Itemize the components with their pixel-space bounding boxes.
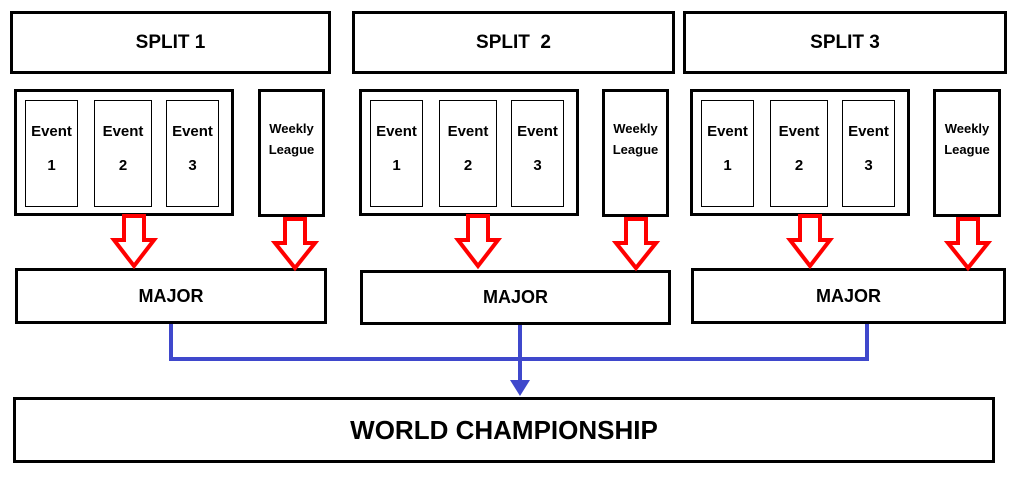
- arrow-split2-weekly-to-major: [611, 217, 661, 272]
- split-2-events-group: Event 1 Event 2 Event 3: [359, 89, 579, 216]
- major-label: MAJOR: [138, 285, 204, 306]
- league-label: League: [944, 142, 990, 157]
- major-label: MAJOR: [482, 287, 548, 307]
- event-label: Event: [31, 123, 72, 140]
- weekly-label: Weekly: [613, 121, 658, 136]
- split-1-event-3: Event 3: [166, 100, 219, 207]
- event-label: Event: [376, 123, 417, 140]
- arrow-split3-events-to-major: [785, 214, 835, 270]
- blue-connector: [169, 324, 869, 384]
- split-3-event-1: Event 1: [701, 100, 754, 207]
- split-3-header: SPLIT 3: [683, 11, 1007, 74]
- event-number: 1: [392, 157, 401, 174]
- world-championship-box: WORLD CHAMPIONSHIP: [13, 397, 995, 463]
- event-label: Event: [102, 123, 144, 140]
- event-number: 2: [463, 157, 473, 174]
- arrow-split1-weekly-to-major: [270, 217, 320, 272]
- event-label: Event: [778, 123, 820, 140]
- event-number: 2: [118, 157, 128, 174]
- split-1-weekly-league: Weekly League: [258, 89, 325, 217]
- red-down-arrows: [109, 214, 993, 272]
- split-2-weekly-league: Weekly League: [602, 89, 669, 217]
- split-1-title: SPLIT 1: [135, 31, 206, 53]
- league-label: League: [268, 142, 315, 157]
- split-1-event-2: Event 2: [94, 100, 152, 207]
- major-label: MAJOR: [815, 285, 881, 306]
- world-championship-label: WORLD CHAMPIONSHIP: [350, 414, 658, 445]
- arrow-split1-events-to-major: [109, 214, 159, 270]
- split-2-event-3: Event 3: [511, 100, 564, 207]
- split-1-header: SPLIT 1: [10, 11, 331, 74]
- split-2-event-2: Event 2: [439, 100, 497, 207]
- league-label: League: [612, 142, 659, 157]
- split-2-major: MAJOR: [360, 270, 671, 325]
- event-label: Event: [172, 123, 213, 140]
- event-label: Event: [707, 123, 748, 140]
- event-number: 1: [723, 157, 732, 174]
- split-3-weekly-league: Weekly League: [933, 89, 1001, 217]
- split-1-major: MAJOR: [15, 268, 327, 324]
- split-3-event-2: Event 2: [770, 100, 828, 207]
- arrow-split2-events-to-major: [453, 214, 503, 270]
- event-label: Event: [517, 123, 558, 140]
- connector-arrowhead: [510, 380, 530, 396]
- split-2-header: SPLIT 2: [352, 11, 675, 74]
- event-label: Event: [447, 123, 489, 140]
- event-label: Event: [848, 123, 889, 140]
- weekly-label: Weekly: [269, 121, 314, 136]
- event-number: 3: [864, 157, 873, 174]
- split-3-title: SPLIT 3: [810, 31, 880, 53]
- event-number: 2: [794, 157, 804, 174]
- split-1-events-group: Event 1 Event 2 Event 3: [14, 89, 234, 216]
- weekly-label: Weekly: [944, 121, 990, 136]
- split-2-title: SPLIT 2: [476, 31, 551, 53]
- split-3-event-3: Event 3: [842, 100, 895, 207]
- split-1-event-1: Event 1: [25, 100, 78, 207]
- split-2-event-1: Event 1: [370, 100, 423, 207]
- event-number: 1: [47, 157, 56, 174]
- arrow-split3-weekly-to-major: [943, 217, 993, 272]
- split-3-major: MAJOR: [691, 268, 1006, 324]
- event-number: 3: [188, 157, 197, 174]
- split-3-events-group: Event 1 Event 2 Event 3: [690, 89, 910, 216]
- event-number: 3: [533, 157, 542, 174]
